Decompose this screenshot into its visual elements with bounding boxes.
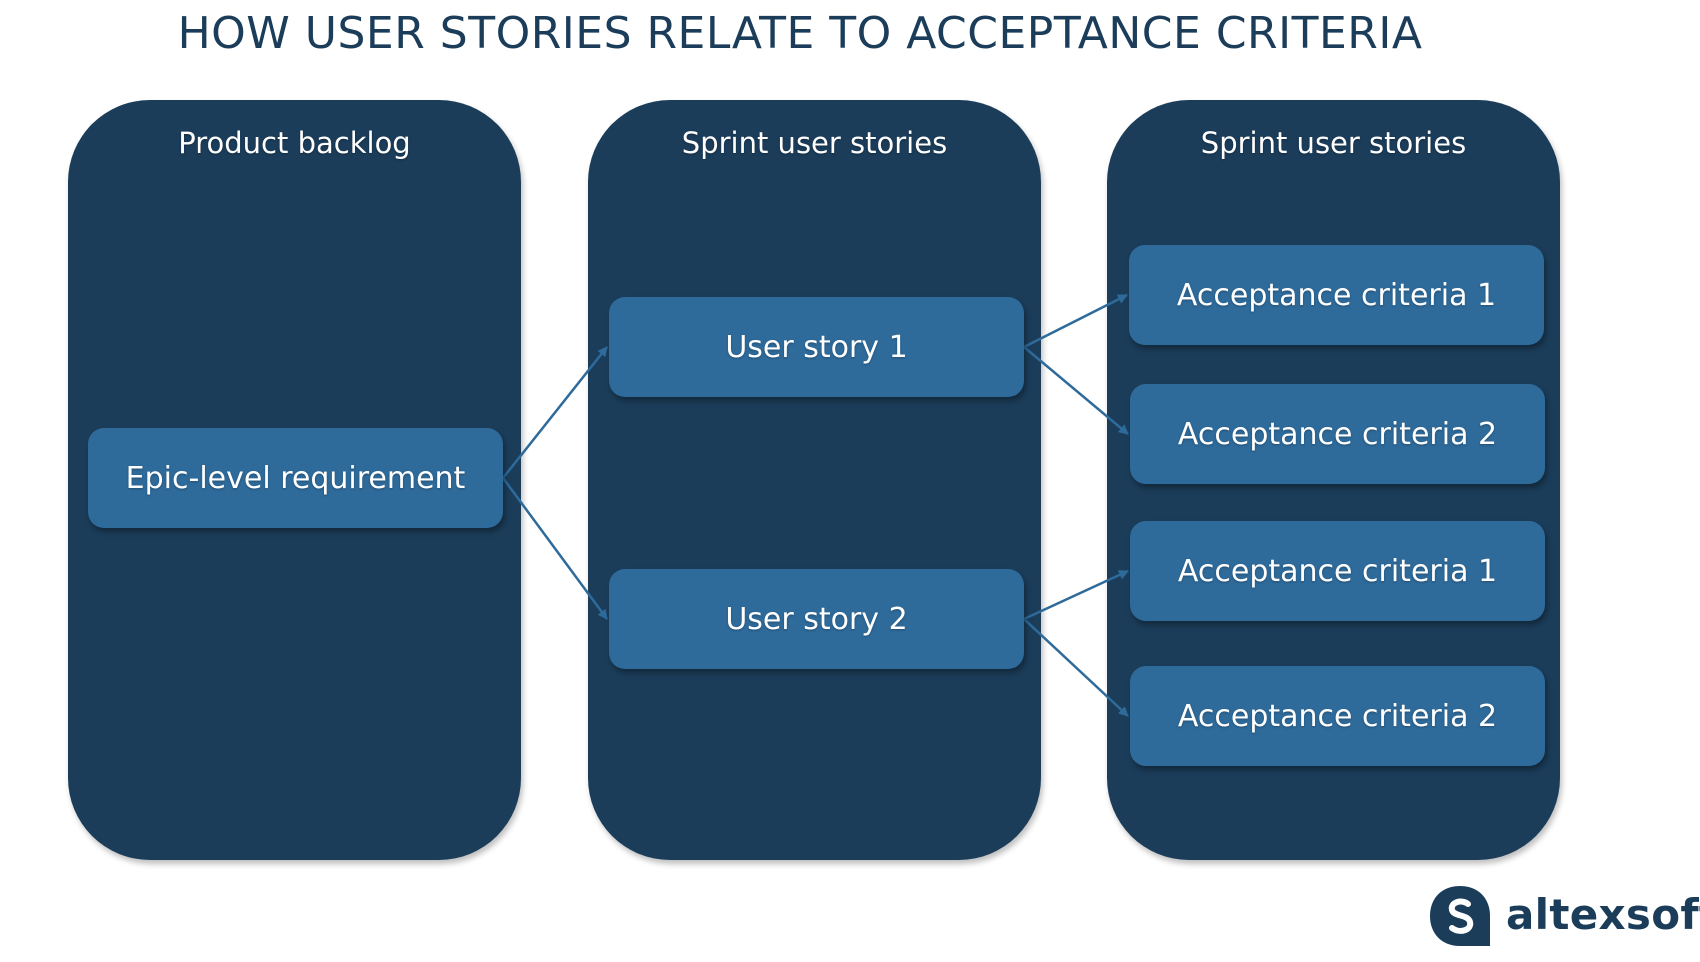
logo-text: altexsoft [1506, 890, 1700, 939]
acceptance-criteria-2-story-2-box: Acceptance criteria 2 [1130, 666, 1545, 766]
column-title: Sprint user stories [681, 126, 948, 160]
column-sprint-user-stories: Sprint user stories [588, 100, 1041, 860]
user-story-1-box: User story 1 [609, 297, 1024, 397]
page-title: HOW USER STORIES RELATE TO ACCEPTANCE CR… [177, 8, 1423, 59]
altexsoft-logo-icon [1430, 886, 1490, 946]
acceptance-criteria-2-story-1-box: Acceptance criteria 2 [1130, 384, 1545, 484]
epic-requirement-box: Epic-level requirement [88, 428, 503, 528]
acceptance-criteria-1-story-2-box: Acceptance criteria 1 [1130, 521, 1545, 621]
altexsoft-logo: altexsoft [1428, 884, 1700, 954]
column-title: Product backlog [178, 126, 411, 160]
column-title: Sprint user stories [1200, 126, 1467, 160]
acceptance-criteria-1-story-1-box: Acceptance criteria 1 [1129, 245, 1544, 345]
user-story-2-box: User story 2 [609, 569, 1024, 669]
